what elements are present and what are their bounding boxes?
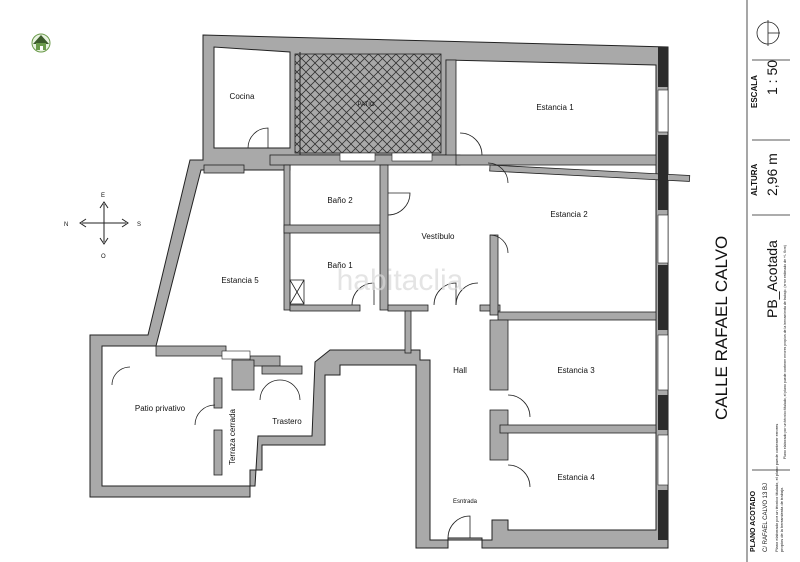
compass-e-label: E — [101, 193, 105, 199]
room-label-patio: PATIO — [357, 102, 374, 108]
compass-rose-icon — [79, 201, 129, 245]
escala-value: 1 : 50 — [764, 59, 780, 95]
room-label-hall: Hall — [453, 366, 467, 375]
plan-title: PB_Acotada — [764, 240, 780, 318]
room-label-bano-1: Baño 1 — [327, 261, 353, 270]
footer-address: C/ RAFAEL CALVO 13 BJ — [763, 482, 769, 552]
patio-area — [294, 53, 442, 154]
altura-label: ALTURA — [750, 163, 759, 196]
escala-label: ESCALA — [750, 75, 759, 108]
room-label-estancia-5: Estancia 5 — [221, 276, 259, 285]
street-name: CALLE RAFAEL CALVO — [712, 235, 731, 420]
window-panes — [221, 89, 669, 486]
compass-n-label: N — [64, 222, 68, 228]
room-label-terraza: Terraza cerrada — [228, 408, 237, 465]
room-label-estancia-1: Estancia 1 — [536, 103, 574, 112]
house-logo-icon — [31, 33, 51, 53]
room-label-vestibulo: Vestíbulo — [422, 232, 455, 241]
footer-title: PLANO ACOTADO — [750, 490, 757, 552]
north-arrow-icon — [756, 20, 780, 46]
room-label-bano-2: Baño 2 — [327, 196, 353, 205]
footer-note: Plano elaborado por un técnico titulado,… — [774, 423, 784, 552]
walls — [89, 34, 669, 549]
room-label-estancia-2: Estancia 2 — [550, 210, 588, 219]
room-label-patio-privativo: Patio privativo — [135, 404, 186, 413]
room-label-estancia-3: Estancia 3 — [557, 366, 595, 375]
watermark: habitaclia — [337, 264, 464, 297]
room-label-cocina: Cocina — [230, 92, 255, 101]
compass-o-label: O — [101, 254, 106, 260]
interior-walls — [155, 59, 691, 476]
room-label-trastero: Trastero — [272, 417, 302, 426]
compass-s-label: S — [137, 222, 141, 228]
title-block — [746, 0, 790, 562]
room-label-estancia-4: Estancia 4 — [557, 473, 595, 482]
door-swings — [111, 127, 531, 539]
altura-value: 2,96 m — [764, 153, 780, 196]
room-label-entrada: Esntrada — [453, 499, 478, 505]
shower-tray — [289, 279, 305, 305]
facade-windows — [658, 47, 668, 540]
